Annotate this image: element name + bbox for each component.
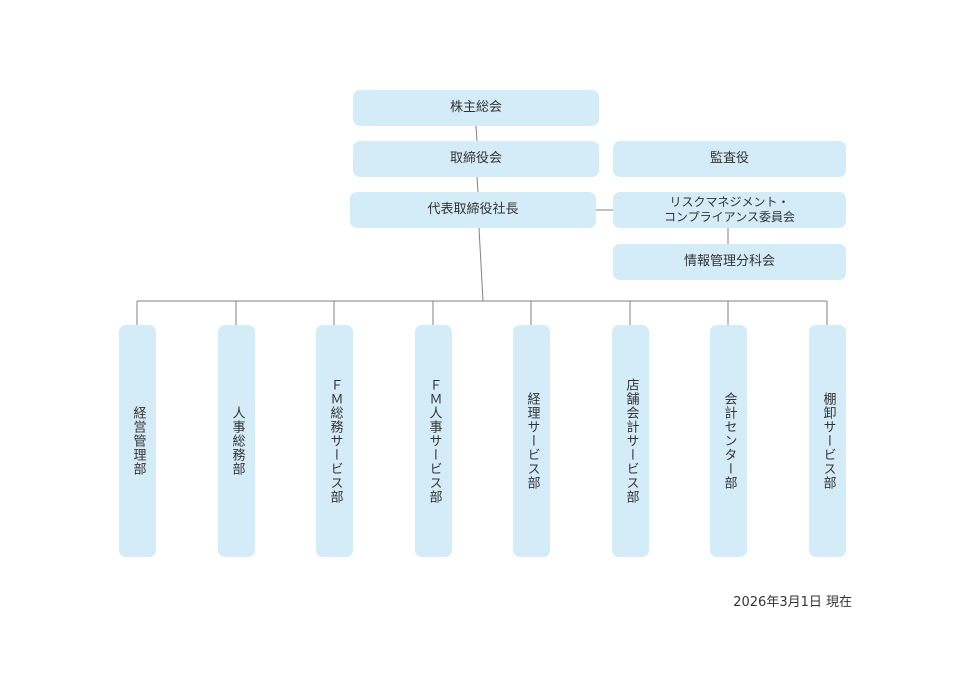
department-box: ＦＭ人事サービス部 [415, 325, 452, 557]
department-label: ＦＭ人事サービス部 [426, 378, 442, 504]
board-of-directors-box: 取締役会 [353, 141, 599, 177]
department-label: 経営管理部 [130, 406, 146, 476]
department-label: 店舗会計サービス部 [623, 378, 639, 504]
auditor-label: 監査役 [709, 151, 749, 166]
department-label: 棚卸サービス部 [820, 392, 836, 490]
risk-committee-label-line1: リスクマネジメント・ [669, 195, 790, 209]
shareholders-meeting-box: 株主総会 [353, 90, 599, 126]
board-of-directors-label: 取締役会 [449, 151, 502, 166]
info-subcommittee-label: 情報管理分科会 [683, 254, 775, 269]
department-box: 棚卸サービス部 [809, 325, 846, 557]
president-box: 代表取締役社長 [350, 192, 596, 228]
department-label: 経理サービス部 [524, 392, 540, 490]
department-box: 経営管理部 [119, 325, 156, 557]
shareholders-meeting-label: 株主総会 [449, 100, 502, 115]
risk-committee-label-line2: コンプライアンス委員会 [664, 210, 795, 224]
auditor-box: 監査役 [613, 141, 846, 177]
department-box: 人事総務部 [218, 325, 255, 557]
as-of-date: 2026年3月1日 現在 [733, 595, 852, 610]
department-label: ＦＭ総務サービス部 [327, 378, 343, 504]
department-box: 会計センター部 [710, 325, 747, 557]
department-box: 店舗会計サービス部 [612, 325, 649, 557]
department-box: 経理サービス部 [513, 325, 550, 557]
risk-compliance-committee-box: リスクマネジメント・ コンプライアンス委員会 [613, 192, 846, 228]
department-label: 会計センター部 [721, 392, 737, 490]
department-box: ＦＭ総務サービス部 [316, 325, 353, 557]
info-management-subcommittee-box: 情報管理分科会 [613, 244, 846, 280]
president-label: 代表取締役社長 [427, 202, 519, 217]
department-label: 人事総務部 [229, 406, 245, 476]
